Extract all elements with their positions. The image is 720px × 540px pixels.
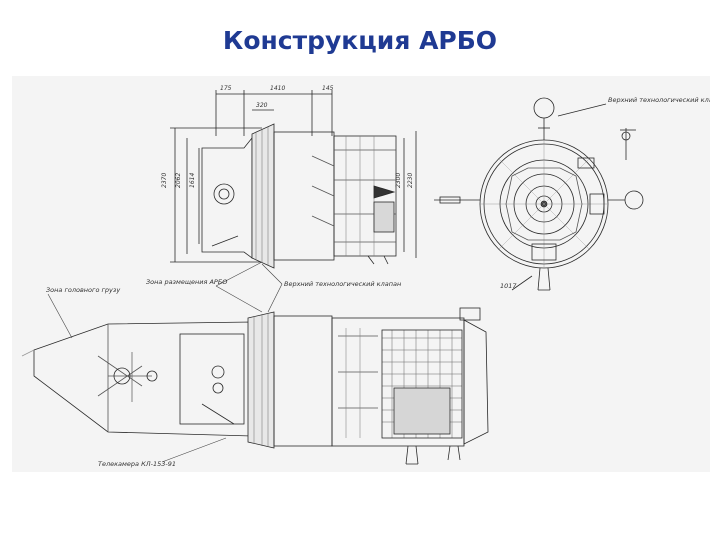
label-hatch-right: Верхний технологический клапан bbox=[608, 96, 710, 104]
dim-1614: 1614 bbox=[189, 173, 196, 188]
dim-320: 320 bbox=[256, 102, 268, 109]
technical-drawing: 175 1410 145 320 2370 2062 1614 2300 223… bbox=[12, 76, 710, 472]
dim-145: 145 bbox=[322, 85, 334, 92]
label-hatch-top: Верхний технологический клапан bbox=[284, 280, 401, 288]
dim-2370: 2370 bbox=[161, 173, 168, 188]
drawing-canvas: 175 1410 145 320 2370 2062 1614 2300 223… bbox=[21, 85, 710, 468]
label-zone-head: Зона головного грузу bbox=[46, 286, 120, 294]
label-1017: 1017 bbox=[500, 282, 517, 290]
slide-title: Конструкция АРБО bbox=[222, 26, 498, 55]
label-zone-arbo: Зона размещения АРБО bbox=[146, 278, 227, 286]
dim-2300: 2300 bbox=[395, 173, 402, 188]
end-view-circle bbox=[434, 97, 644, 291]
top-side-view bbox=[170, 90, 417, 269]
dim-1410: 1410 bbox=[270, 85, 285, 92]
label-telecamera: Телекамера КЛ-153-91 bbox=[98, 460, 176, 468]
bottom-assembly-view bbox=[21, 307, 489, 465]
dim-2230: 2230 bbox=[407, 173, 414, 188]
callout-lines bbox=[47, 261, 283, 463]
dim-175: 175 bbox=[220, 85, 232, 92]
dim-2062: 2062 bbox=[175, 173, 182, 188]
